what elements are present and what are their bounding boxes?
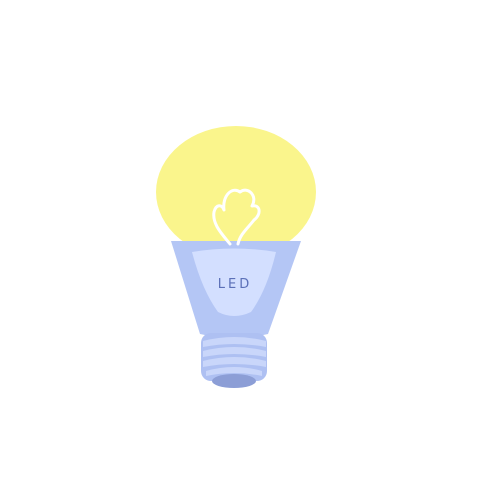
- screw-thread: [203, 347, 266, 357]
- screw-thread: [203, 357, 266, 367]
- screw-thread: [206, 367, 262, 376]
- screw-tip: [212, 374, 256, 388]
- screw-thread: [203, 337, 266, 347]
- neck-highlight: [192, 248, 276, 316]
- screw-base: [201, 333, 267, 388]
- filament-icon: [212, 188, 261, 246]
- bulb-glass: [156, 126, 316, 258]
- led-label: LED: [218, 277, 252, 292]
